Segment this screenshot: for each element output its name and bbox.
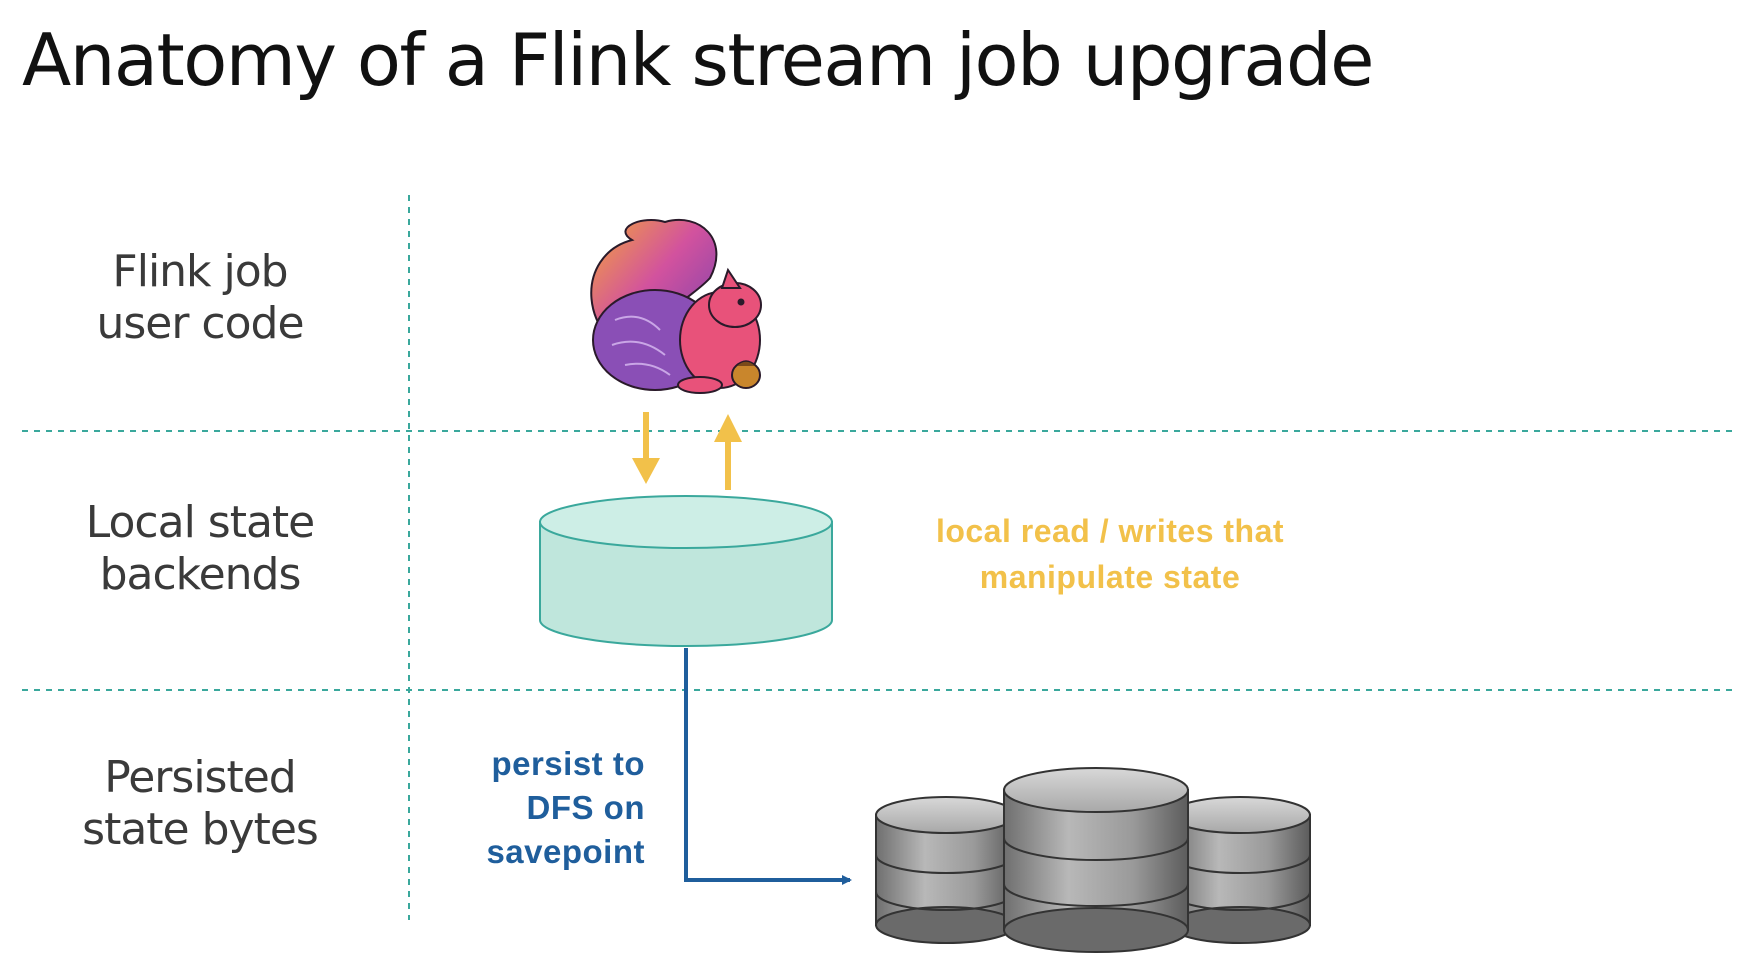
- row-label-local-state: Local state backends: [40, 497, 360, 601]
- disk-stack-left: [875, 796, 1017, 944]
- row-label-line: backends: [99, 549, 302, 600]
- database-stack-icon: [875, 767, 1311, 953]
- row-label-user-code: Flink job user code: [40, 246, 360, 350]
- disk-stack-right: [1169, 796, 1311, 944]
- flink-squirrel-icon: [590, 219, 762, 394]
- note-line: manipulate state: [979, 559, 1241, 595]
- disk-stack-center: [1003, 767, 1189, 953]
- row-label-line: Persisted: [104, 752, 296, 803]
- note-line: DFS on: [526, 789, 645, 826]
- persist-savepoint-note: persist to DFS on savepoint: [420, 742, 645, 874]
- note-line: local read / writes that: [935, 513, 1285, 549]
- cylinder-icon: [539, 495, 833, 647]
- row-label-line: state bytes: [82, 804, 319, 855]
- page-title: Anatomy of a Flink stream job upgrade: [22, 18, 1374, 102]
- read-write-arrows: [632, 412, 742, 490]
- local-read-writes-note: local read / writes that manipulate stat…: [860, 508, 1360, 600]
- read-arrow-head: [632, 458, 660, 484]
- note-line: persist to: [491, 745, 645, 782]
- write-arrow-head: [714, 414, 742, 442]
- note-line: savepoint: [486, 833, 645, 870]
- row-label-line: user code: [96, 298, 304, 349]
- persist-arrow: [684, 648, 852, 885]
- row-label-line: Local state: [85, 497, 316, 548]
- row-label-line: Flink job: [112, 246, 288, 297]
- row-label-persisted-state: Persisted state bytes: [40, 752, 360, 856]
